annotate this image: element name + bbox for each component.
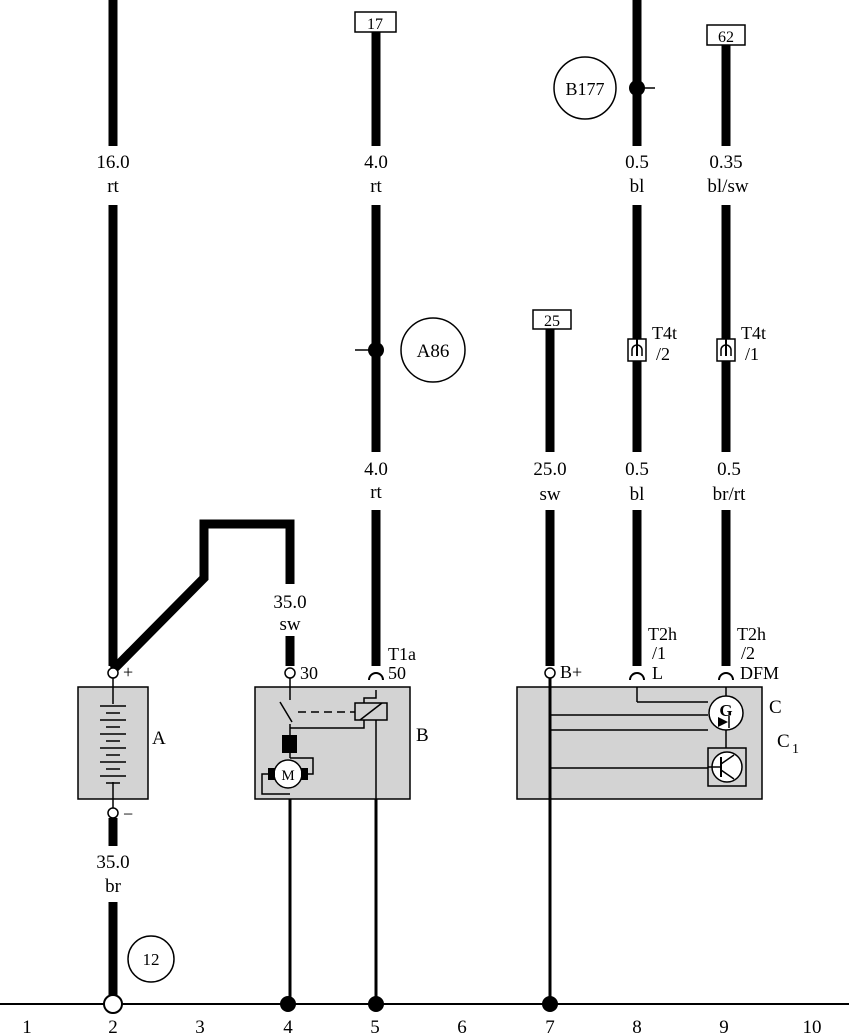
bus-position-10: 10 — [803, 1017, 822, 1036]
wire-w1-color: rt — [107, 176, 119, 197]
wire-w5-top-size: 4.0 — [364, 152, 388, 173]
connector-t2h-1-icon — [629, 672, 645, 681]
alternator-component — [516, 686, 763, 800]
generator-label: G — [719, 701, 732, 720]
starter-t1a-label: T1a — [388, 644, 416, 664]
bus-position-4: 4 — [283, 1017, 293, 1036]
connector-t2h-2-name: T2h — [737, 624, 766, 644]
wire-w8-top-size: 0.5 — [625, 152, 649, 173]
starter-coil-icon — [282, 735, 297, 753]
alternator-label: C — [769, 697, 782, 718]
wire-w5-top-color: rt — [370, 176, 382, 197]
bus-junction-4 — [280, 996, 296, 1012]
wire-w7-color: sw — [539, 484, 560, 505]
battery-plus-terminal — [107, 667, 119, 679]
starter-motor-label: M — [281, 768, 294, 784]
alternator-bplus-terminal — [544, 667, 556, 679]
starter-component — [254, 678, 411, 800]
battery-label: A — [152, 728, 166, 749]
bus-position-8: 8 — [632, 1017, 642, 1036]
connector-t4t-1-pin: /1 — [745, 344, 759, 364]
wire-w4-size: 35.0 — [273, 592, 306, 613]
bus-position-1: 1 — [22, 1017, 32, 1036]
wire-ground-color: br — [105, 876, 122, 897]
regulator-label: C — [777, 731, 790, 752]
splice-a86-circle — [400, 317, 466, 383]
connector-t4t-1-icon — [716, 338, 736, 362]
starter-pin50-label: 50 — [388, 663, 406, 683]
connector-t2h-1-pin: /1 — [652, 643, 666, 663]
ground-point-open — [103, 994, 123, 1014]
ground-point-12-label: 12 — [143, 950, 160, 969]
bus-position-2: 2 — [108, 1017, 118, 1036]
wire-w4-color: sw — [279, 614, 300, 635]
wire-w5-mid-size: 4.0 — [364, 459, 388, 480]
generator-icon — [708, 695, 744, 731]
battery-minus-terminal — [107, 807, 119, 819]
bus-junction-5 — [368, 996, 384, 1012]
ref-box-17-label: 17 — [367, 16, 383, 33]
alternator-bplus-label: B+ — [560, 662, 582, 682]
splice-a86-label: A86 — [417, 341, 450, 362]
bus-position-5: 5 — [370, 1017, 380, 1036]
bus-position-3: 3 — [195, 1017, 205, 1036]
bus-junction-7 — [542, 996, 558, 1012]
wire-w9-top-color: bl/sw — [707, 176, 748, 197]
starter-pin30-label: 30 — [300, 663, 318, 683]
splice-b177-dot — [629, 80, 645, 96]
wire-w5-mid-color: rt — [370, 482, 382, 503]
wire-w1-size: 16.0 — [96, 152, 129, 173]
splice-a86-dot — [368, 342, 384, 358]
ground-bus-positions: 1 2 3 4 5 6 7 8 9 10 — [22, 1017, 821, 1036]
wire-w9-bot-color: br/rt — [713, 484, 746, 505]
battery-plus-label: + — [123, 662, 133, 682]
wire-ground-size: 35.0 — [96, 852, 129, 873]
bus-position-6: 6 — [457, 1017, 467, 1036]
battery-component — [77, 678, 149, 808]
regulator-label-sub: 1 — [792, 742, 799, 757]
battery-feed-wire — [108, 0, 295, 674]
wire-w8-bot-color: bl — [630, 484, 645, 505]
connector-t2h-2-icon — [718, 672, 734, 681]
connector-t4t-1-name: T4t — [741, 323, 766, 343]
wire-w9-bot-size: 0.5 — [717, 459, 741, 480]
wire-w9-top-size: 0.35 — [709, 152, 742, 173]
ground-point-12-circle — [127, 935, 175, 983]
connector-t2h-1-name: T2h — [648, 624, 677, 644]
connector-t4t-2-pin: /2 — [656, 344, 670, 364]
connector-t4t-2-name: T4t — [652, 323, 677, 343]
battery-cells-icon — [100, 705, 126, 784]
wire-w8-bot-size: 0.5 — [625, 459, 649, 480]
splice-b177-label: B177 — [565, 79, 604, 99]
alternator-dfm-label: DFM — [740, 663, 779, 683]
alternator-pinl-label: L — [652, 663, 663, 683]
connector-t2h-2-pin: /2 — [741, 643, 755, 663]
wire-w7-size: 25.0 — [533, 459, 566, 480]
bus-position-9: 9 — [719, 1017, 729, 1036]
ref-box-62-label: 62 — [718, 29, 734, 46]
bus-position-7: 7 — [545, 1017, 555, 1036]
battery-minus-label: − — [123, 804, 133, 824]
splice-b177-circle — [553, 56, 617, 120]
starter-switch-icon — [279, 701, 293, 723]
ref-box-25-label: 25 — [544, 313, 560, 330]
wire-w8-top-color: bl — [630, 176, 645, 197]
starter-pin30-terminal — [284, 667, 296, 679]
starter-label: B — [416, 725, 429, 746]
starter-t1a-connector — [368, 672, 384, 681]
connector-t4t-2-icon — [627, 338, 647, 362]
